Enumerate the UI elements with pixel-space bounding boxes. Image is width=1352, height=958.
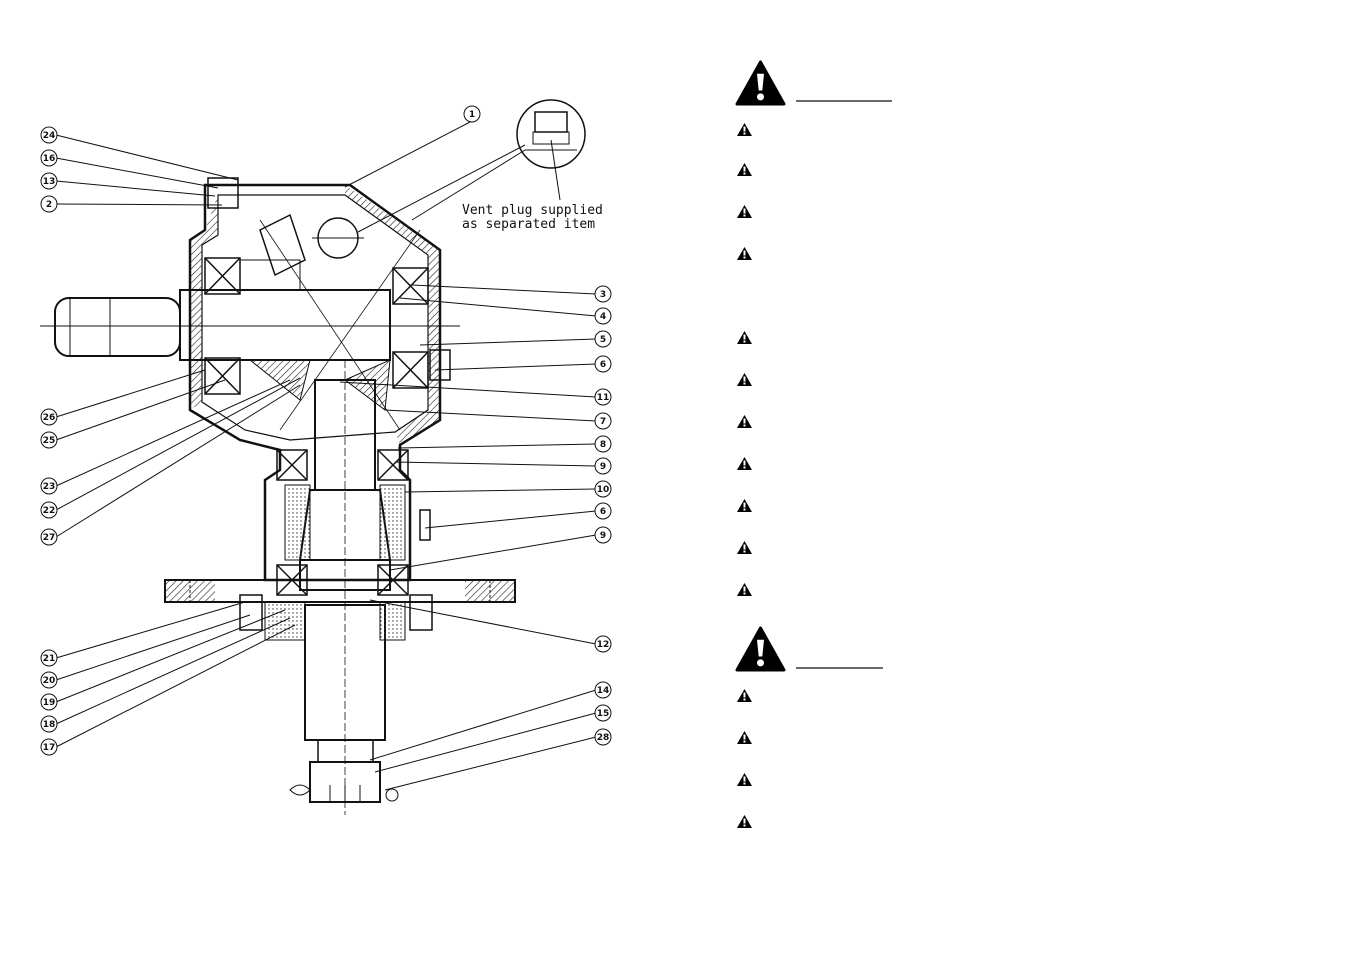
callout-right-28: 28 bbox=[384, 728, 612, 791]
vent-plug-note-line1: Vent plug supplied bbox=[462, 203, 603, 218]
callout-right-7: 7 bbox=[384, 409, 612, 430]
left-callouts: 24 16 13 2 26 25 23 22 27 21 20 19 18 17 bbox=[40, 126, 301, 756]
callout-left-16: 16 bbox=[40, 149, 219, 189]
oil-level-indicator bbox=[312, 217, 364, 259]
callout-label: 10 bbox=[597, 485, 610, 495]
callout-label: 4 bbox=[600, 312, 606, 322]
gearbox-cross-section-diagram: Vent plug supplied as separated item 1 2… bbox=[40, 99, 612, 815]
vent-plug-note-line2: as separated item bbox=[462, 217, 595, 232]
warning-bullet-icon bbox=[737, 583, 752, 596]
callout-label: 28 bbox=[597, 733, 610, 743]
caution-bullet-icon bbox=[737, 689, 752, 702]
callout-label: 27 bbox=[43, 533, 56, 543]
warning-bullet-icon bbox=[737, 163, 752, 176]
right-callouts: 3 4 5 6 11 7 8 9 10 6 9 12 14 15 28 bbox=[339, 284, 612, 791]
callout-label: 11 bbox=[597, 393, 610, 403]
caution-bullet-icon bbox=[737, 731, 752, 744]
callout-right-11: 11 bbox=[339, 381, 612, 406]
output-shaft bbox=[264, 360, 406, 815]
callout-label: 5 bbox=[600, 335, 606, 345]
warning-bullet-icon bbox=[737, 205, 752, 218]
callout-label: 6 bbox=[600, 360, 606, 370]
callout-label: 17 bbox=[43, 743, 56, 753]
callout-label: 19 bbox=[43, 698, 56, 708]
vent-plug-detail bbox=[357, 99, 586, 233]
callout-left-2: 2 bbox=[40, 195, 223, 213]
callout-right-14: 14 bbox=[369, 681, 612, 761]
callout-left-19: 19 bbox=[40, 609, 286, 711]
callout-right-6: 6 bbox=[424, 502, 612, 529]
callout-right-12: 12 bbox=[369, 599, 612, 653]
bottom-flange bbox=[164, 579, 516, 603]
callout-right-9: 9 bbox=[389, 526, 612, 571]
callout-label: 9 bbox=[600, 531, 606, 541]
callout-right-6: 6 bbox=[434, 355, 612, 373]
warning-bullet-icon bbox=[737, 541, 752, 554]
callout-label: 6 bbox=[600, 507, 606, 517]
callout-left-25: 25 bbox=[40, 379, 226, 449]
callout-left-17: 17 bbox=[40, 624, 296, 756]
callout-right-8: 8 bbox=[397, 435, 612, 453]
warning-bullet-icon bbox=[737, 457, 752, 470]
callout-label: 24 bbox=[43, 131, 56, 141]
callout-label: 23 bbox=[43, 482, 56, 492]
callout-label: 22 bbox=[43, 506, 56, 516]
callout-right-15: 15 bbox=[374, 704, 612, 773]
callout-left-18: 18 bbox=[40, 617, 291, 733]
callout-label: 25 bbox=[43, 436, 56, 446]
callout-label: 3 bbox=[600, 290, 606, 300]
callout-label: 9 bbox=[600, 462, 606, 472]
warning-icon bbox=[735, 60, 786, 106]
callout-label: 18 bbox=[43, 720, 56, 730]
callout-left-26: 26 bbox=[40, 369, 206, 426]
caution-bullet-icon bbox=[737, 773, 752, 786]
safety-warnings-panel bbox=[700, 0, 1352, 954]
warning-bullet-icon bbox=[737, 499, 752, 512]
bevel-gear bbox=[239, 213, 421, 431]
callout-right-9: 9 bbox=[394, 457, 612, 475]
callout-left-22: 22 bbox=[40, 377, 301, 519]
callout-right-4: 4 bbox=[399, 297, 612, 325]
caution-icon bbox=[735, 626, 786, 672]
warning-bullet-icon bbox=[737, 247, 752, 260]
callout-left-20: 20 bbox=[40, 614, 251, 689]
svg-text:1: 1 bbox=[469, 110, 475, 120]
callout-left-27: 27 bbox=[40, 384, 301, 546]
caution-bullet-icon bbox=[737, 815, 752, 828]
callout-label: 2 bbox=[46, 200, 52, 210]
callout-label: 21 bbox=[43, 654, 56, 664]
callout-label: 15 bbox=[597, 709, 610, 719]
bolts bbox=[207, 177, 451, 631]
callout-top: 1 bbox=[344, 105, 481, 188]
callout-label: 7 bbox=[600, 417, 606, 427]
callout-left-13: 13 bbox=[40, 172, 216, 197]
warning-bullet-icon bbox=[737, 415, 752, 428]
callout-label: 14 bbox=[597, 686, 610, 696]
callout-label: 16 bbox=[43, 154, 56, 164]
warning-bullet-icon bbox=[737, 331, 752, 344]
callout-right-5: 5 bbox=[419, 330, 612, 348]
callout-label: 26 bbox=[43, 413, 56, 423]
callout-right-10: 10 bbox=[404, 480, 612, 498]
bearings bbox=[204, 257, 429, 596]
callout-left-21: 21 bbox=[40, 601, 246, 667]
callout-label: 13 bbox=[43, 177, 56, 187]
callout-left-24: 24 bbox=[40, 126, 239, 181]
warning-bullet-icon bbox=[737, 123, 752, 136]
callout-left-23: 23 bbox=[40, 379, 291, 495]
callout-right-3: 3 bbox=[411, 284, 612, 303]
callout-label: 8 bbox=[600, 440, 606, 450]
callout-label: 12 bbox=[597, 640, 610, 650]
callout-label: 20 bbox=[43, 676, 56, 686]
warning-bullet-icon bbox=[737, 373, 752, 386]
